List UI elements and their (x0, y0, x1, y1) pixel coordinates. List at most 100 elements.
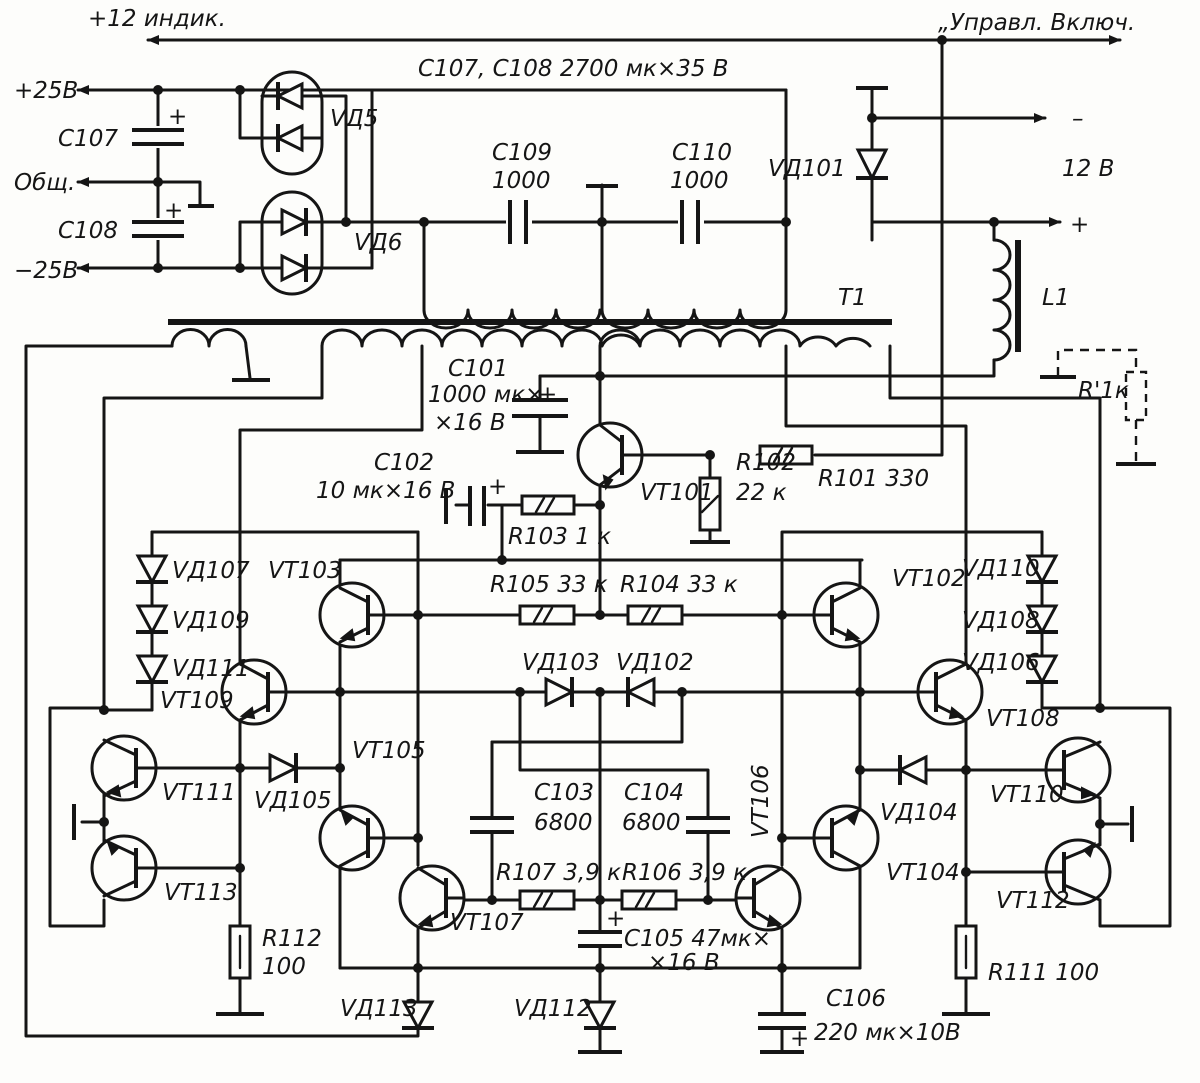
c105-label: С105 47мк× (624, 926, 771, 952)
r103-label: R103 1 к (508, 524, 611, 550)
bridge-mid-wire (320, 94, 348, 224)
vt107-label: VT107 (450, 910, 524, 936)
resistor-r104 (626, 604, 684, 626)
vt104-label: VT104 (886, 860, 960, 886)
capacitor-c107: + (130, 104, 187, 162)
transistor-vt107 (398, 864, 466, 932)
r101-label: R101 330 (818, 466, 929, 492)
vd110-label: VД110 (962, 556, 1040, 582)
transistor-vt101 (576, 421, 644, 491)
bridge-vd6-outline (260, 190, 324, 296)
transistor-vt108 (916, 658, 984, 726)
capacitor-c108: + (130, 198, 186, 240)
diode-vd108 (1025, 604, 1059, 636)
vd106-label: VД106 (962, 650, 1040, 676)
transistor-vt109 (220, 658, 288, 726)
rail-12-indicator-label: +12 индик. (88, 6, 226, 32)
t1-right-lead-wire (888, 344, 1102, 710)
rail-control-label: „Управл. Включ. (938, 10, 1135, 36)
diode-vd107 (135, 554, 169, 586)
vd108-label: VД108 (962, 608, 1040, 634)
vt103-label: VT103 (268, 558, 342, 584)
vd6-label: VД6 (354, 230, 402, 256)
c101-label: С101 (448, 356, 508, 382)
diode-vd112 (583, 1000, 617, 1032)
t1-aux-winding (170, 328, 248, 348)
rail-minus-label: – (1072, 106, 1084, 132)
t1-primary-winding (320, 328, 872, 348)
t1-aux-ground-wire (244, 344, 252, 380)
transistor-vt104 (780, 804, 880, 872)
vt106-label: VT106 (748, 764, 774, 838)
vd103-label: VД103 (522, 650, 600, 676)
labels: +12 индик. „Управл. Включ. +25В Общ. −25… (14, 6, 1135, 1046)
transistor-vt111 (90, 734, 158, 802)
rail-minus25-label: −25В (14, 258, 78, 284)
resistor-r105 (518, 604, 576, 626)
r112-label: R112 (262, 926, 322, 952)
r105-label: R105 33 к (490, 572, 608, 598)
junction-dots (99, 35, 1105, 973)
c106-label: С106 (826, 986, 886, 1012)
r112-value: 100 (262, 954, 306, 980)
vt111-label: VT111 (162, 780, 236, 806)
diode-vd113 (401, 1000, 435, 1032)
r106-label: R106 3,9 к (622, 860, 747, 886)
vt105-label: VT105 (352, 738, 426, 764)
inductor-l1: L1 (992, 238, 1069, 362)
c108-label: С108 (58, 218, 118, 244)
diode-vd102 (624, 676, 656, 708)
vt110-frame-wire (1098, 706, 1172, 928)
vd107-label: VД107 (172, 558, 250, 584)
c105-plus-sign: + (606, 906, 625, 932)
t1-secondary-winding (422, 308, 788, 330)
c102-value: 10 мк×16 В (316, 478, 455, 504)
rail-plus25-label: +25В (14, 78, 78, 104)
c103-value: 6800 (534, 810, 593, 836)
note-c107-c108: С107, С108 2700 мк×35 В (418, 56, 729, 82)
capacitor-c102: + (454, 474, 507, 526)
bridge-left-bottom-wire (238, 220, 264, 270)
bias-right-wire (780, 530, 1044, 562)
c106-value: 220 мк×10В (814, 1020, 961, 1046)
r102-label: R102 (736, 450, 796, 476)
r1k-dashed-wire (1056, 348, 1138, 376)
transistor-vt113 (90, 834, 164, 902)
rail-common-label: Общ. (14, 170, 75, 196)
control-line-wire (813, 38, 944, 457)
vd113-label: VД113 (340, 996, 418, 1022)
vd102-label: VД102 (616, 650, 694, 676)
transistors (90, 421, 1112, 932)
c106-plus-sign: + (790, 1026, 809, 1052)
ground-symbols (72, 86, 1156, 1054)
t1-left-tap-wire (238, 344, 424, 882)
capacitor-c101: + (512, 382, 568, 452)
capacitors: + + + + (130, 104, 809, 1052)
c102-label: С102 (374, 450, 434, 476)
l1-label: L1 (1042, 285, 1069, 311)
transformer-t1: T1 (168, 285, 892, 348)
t1-left-lead-wire (102, 344, 324, 710)
c105-value: ×16 В (648, 950, 720, 976)
diode-vd105 (268, 752, 300, 784)
diode-vd101 (855, 148, 889, 182)
diode-vd5-b (260, 123, 324, 153)
common-ground-wire (156, 180, 202, 207)
l1-coil (992, 238, 1012, 362)
diode-vd109 (135, 604, 169, 636)
rail-12v-label: 12 В (1062, 156, 1114, 182)
rail-plus-label: + (1070, 212, 1089, 238)
c104-label: С104 (624, 780, 684, 806)
c101-plus-sign: + (538, 382, 557, 408)
vt110-label: VT110 (990, 782, 1064, 808)
diode-vd6-b (260, 253, 324, 283)
diode-vd104 (896, 754, 928, 786)
vt102-label: VT102 (892, 566, 966, 592)
capacitor-c104 (686, 816, 730, 834)
vd111-label: VД111 (172, 656, 250, 682)
bridge-left-top-wire (238, 88, 264, 140)
r1k-label: R'1к (1078, 378, 1129, 404)
diode-vd110 (1025, 554, 1059, 586)
diode-vd6-a (260, 207, 324, 237)
